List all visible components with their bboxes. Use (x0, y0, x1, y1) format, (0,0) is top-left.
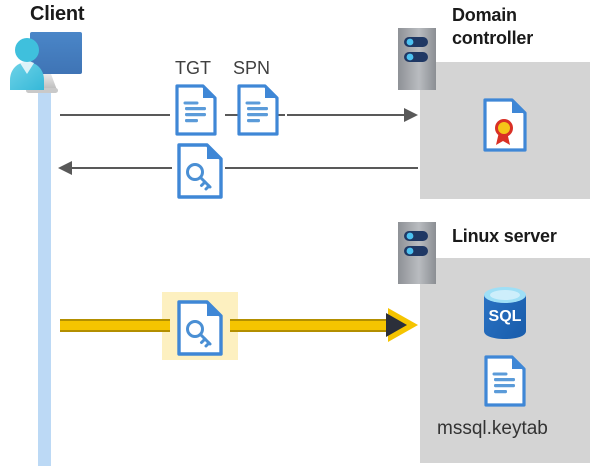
spn-document-icon (237, 84, 279, 136)
tgt-label: TGT (175, 58, 211, 78)
ticket-arrow-segment-1 (60, 319, 170, 332)
response-arrowhead-icon (58, 161, 72, 175)
domain-controller-label: Domain controller (452, 4, 592, 50)
sql-database-text: SQL (489, 308, 522, 325)
domain-controller-label-line1: Domain (452, 5, 517, 25)
spn-label: SPN (233, 58, 271, 78)
domain-controller-label-line2: controller (452, 28, 534, 48)
ticket-arrow-segment-2 (230, 319, 395, 332)
keytab-filename-label: mssql.keytab (437, 418, 548, 439)
user-computer-icon (8, 28, 88, 100)
response-line-segment-1 (72, 167, 172, 169)
client-lifeline (38, 88, 51, 466)
request-line-segment-3 (287, 114, 405, 116)
tgt-document-icon (175, 84, 217, 136)
ticket-arrowhead-icon (386, 313, 407, 337)
response-line-segment-2 (225, 167, 418, 169)
request-line-segment-1 (60, 114, 170, 116)
domain-controller-server-icon (398, 28, 436, 90)
service-ticket-key-document-icon (177, 143, 223, 199)
keytab-document-icon (484, 355, 526, 407)
service-ticket-key-document-icon-highlighted (177, 300, 223, 356)
request-arrowhead-icon (404, 108, 418, 122)
linux-server-label: Linux server (452, 226, 557, 246)
certificate-icon (483, 98, 527, 152)
linux-server-icon (398, 222, 436, 284)
sql-database-icon: SQL (481, 285, 529, 341)
client-label: Client (30, 3, 85, 25)
